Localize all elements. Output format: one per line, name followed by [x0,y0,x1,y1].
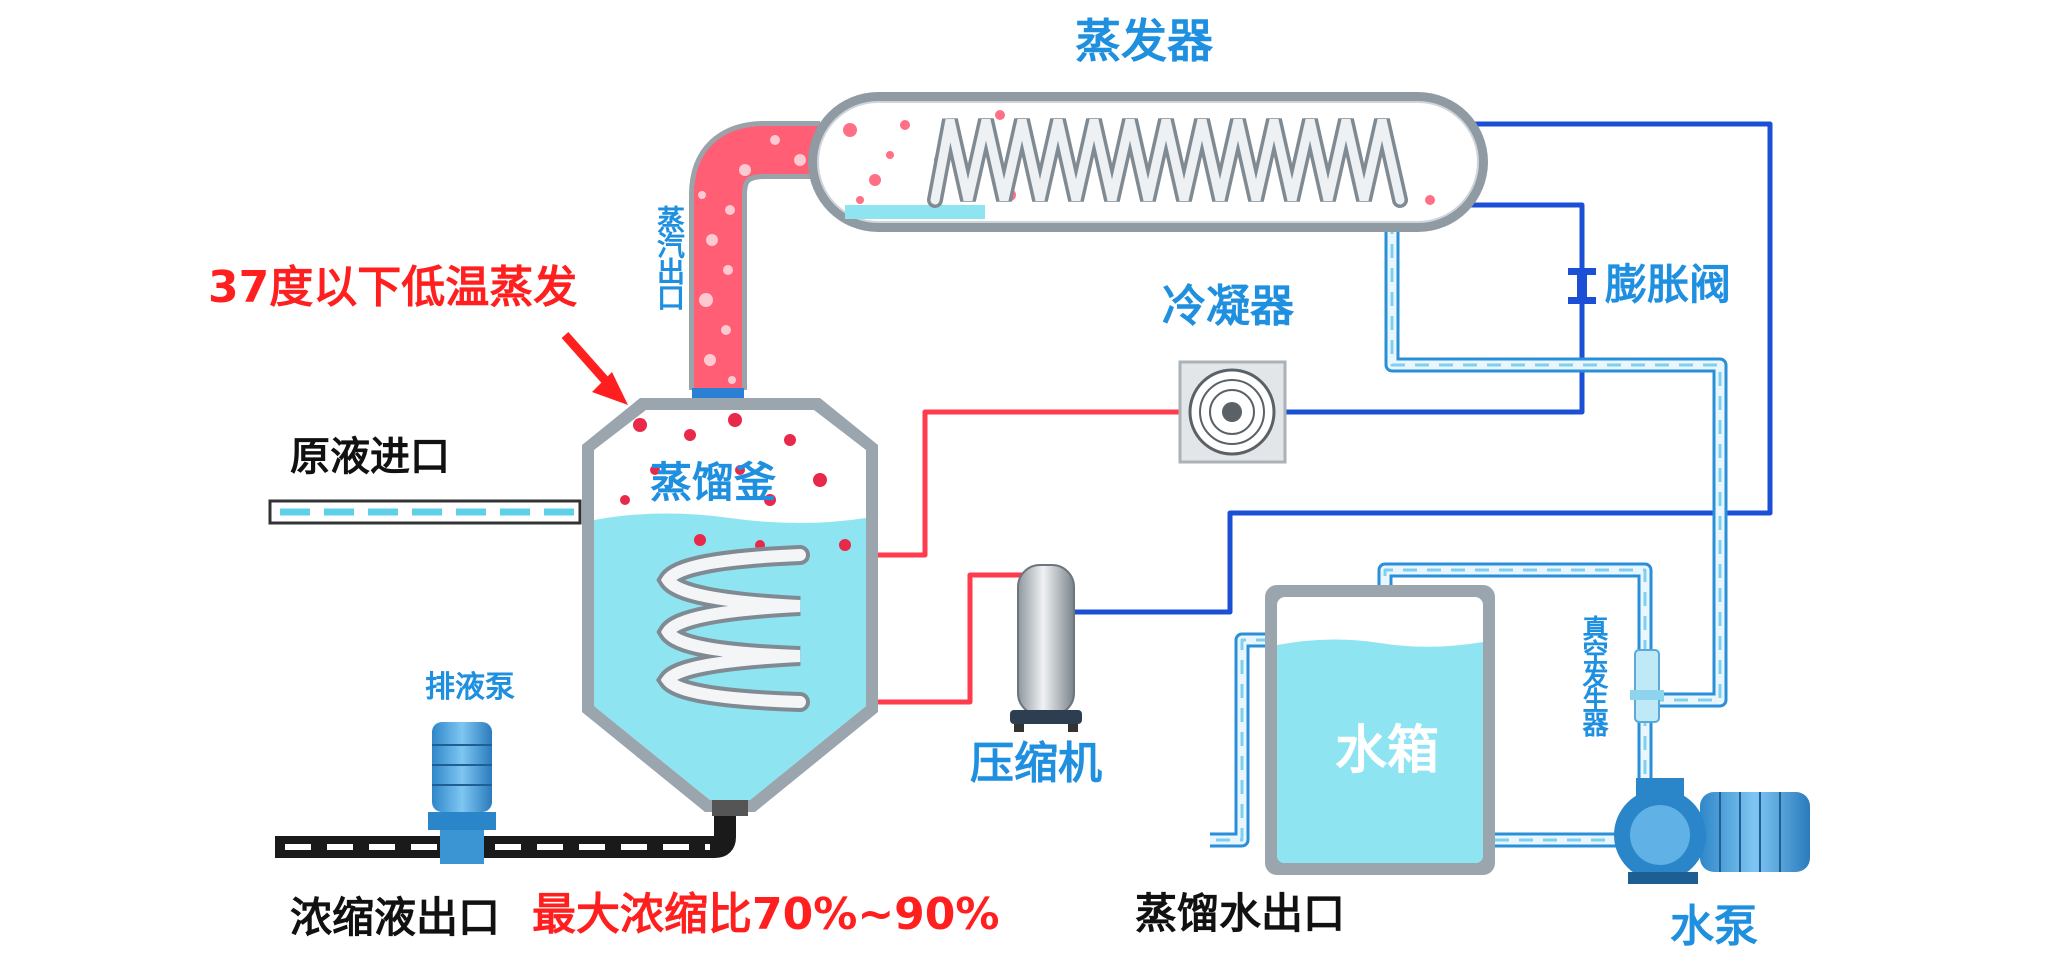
evaporator-label: 蒸发器 [1075,14,1213,68]
water-tank-label: 水箱 [1335,721,1440,781]
compressor-unit [1010,564,1082,732]
distilled-water-outlet-label: 蒸馏水出口 [1135,889,1346,938]
low-temp-evaporation-label: 37度以下低温蒸发 [208,262,578,313]
concentrate-outlet-pipe [275,810,736,858]
expansion-valve [1568,268,1596,304]
raw-liquid-inlet-pipe [268,499,582,525]
drain-pump-label: 排液泵 [425,670,515,705]
water-tank [1265,585,1495,875]
steam-outlet-label: 蒸汽出口 [653,205,686,309]
drain-pump [428,722,496,864]
vacuum-line [1210,220,1728,848]
compressor-label: 压缩机 [970,738,1102,789]
kettle-heating-coil [655,545,810,712]
raw-liquid-inlet-label: 原液进口 [290,434,450,480]
max-concentration-ratio-label: 最大浓缩比70%~90% [532,889,1000,940]
concentrate-outlet-label: 浓缩液出口 [290,893,501,942]
condenser-unit [1178,360,1287,464]
water-pump [1614,778,1810,884]
evaporator-coil [927,118,1408,208]
distillation-kettle-label: 蒸馏釜 [650,458,777,507]
condenser-label: 冷凝器 [1162,281,1294,332]
water-pump-label: 水泵 [1670,901,1758,952]
annotation-arrow [561,332,628,405]
distillation-kettle [582,398,878,816]
evaporator-vessel [808,92,1488,232]
steam-outlet-pipe [689,121,820,400]
expansion-valve-label: 膨胀阀 [1605,260,1732,309]
vacuum-generator-label: 真空发生器 [1578,615,1608,735]
vacuum-generator [1630,649,1664,723]
